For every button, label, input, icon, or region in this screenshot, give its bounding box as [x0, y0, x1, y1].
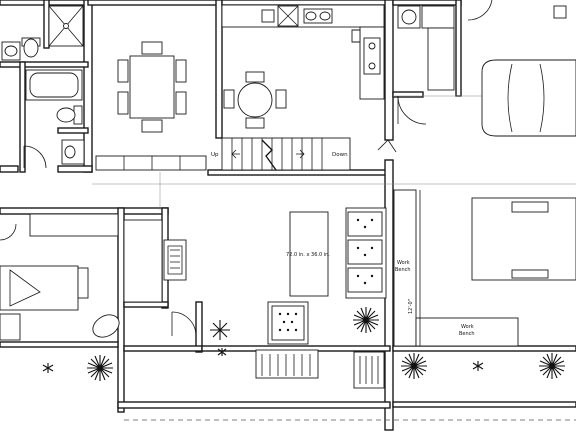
dining-set	[95, 41, 207, 171]
chair-bottom	[141, 119, 163, 133]
wall-dining-kitchen	[215, 0, 223, 139]
wall-bath-mid	[0, 61, 89, 68]
office	[0, 213, 197, 341]
wall-bath-inner	[19, 61, 26, 173]
chair-right-1	[175, 59, 187, 83]
laundry-door-swing	[397, 95, 427, 125]
kitchen	[221, 4, 397, 153]
kitchen-chair-left	[223, 89, 235, 109]
car	[481, 59, 576, 137]
wall-vanity	[57, 127, 89, 134]
table-size-label: 72.0 in. x 36.0 in.	[286, 252, 330, 258]
wall-top-kitchen	[221, 0, 389, 6]
utility-counter	[427, 27, 455, 91]
porch-bench	[255, 349, 319, 379]
kitchen-chair-bottom	[245, 117, 265, 129]
kitchen-door	[377, 139, 397, 153]
plant-7	[472, 361, 484, 371]
plant-6	[42, 363, 54, 373]
garage-door-swing	[467, 0, 493, 21]
wall-office-top	[0, 207, 169, 215]
garage: Work Bench Work Bench 12'-0"	[393, 59, 576, 347]
stair-break-line	[261, 139, 277, 171]
garage-box	[553, 5, 567, 19]
wall-bath-dining	[83, 0, 93, 173]
office-chair	[92, 314, 120, 338]
living-room: 72.0 in. x 36.0 in.	[163, 207, 387, 345]
desk	[29, 213, 119, 237]
chair-right-2	[175, 91, 187, 115]
work-bench-2	[415, 317, 519, 347]
wall-bath-bottom-right	[57, 165, 93, 173]
porch-swing	[353, 351, 385, 389]
porch	[255, 349, 385, 389]
plant-8	[217, 348, 227, 356]
entry-door-swing	[171, 311, 197, 337]
dimension-label: 12'-0"	[408, 299, 414, 314]
down-arrow	[296, 149, 305, 159]
nightstand	[77, 267, 89, 299]
wall-office-right	[117, 207, 125, 413]
toilet-2	[56, 107, 76, 123]
office-door-swing	[0, 223, 17, 241]
chair-left-2	[117, 91, 129, 115]
plant-3	[353, 307, 379, 333]
bed	[0, 265, 79, 311]
laundry	[397, 5, 455, 125]
chair-top	[141, 41, 163, 55]
sofa-tufting	[356, 218, 374, 285]
cooktop	[363, 37, 381, 75]
wall-entry-bottom	[123, 345, 203, 352]
wall-laundry-bottom	[392, 91, 424, 98]
chair-left-1	[117, 59, 129, 83]
kitchen-chair-right	[275, 89, 287, 109]
wall-top-dining	[87, 0, 221, 6]
wall-closet-bottom	[123, 301, 169, 308]
plant-2	[210, 320, 230, 340]
bath-door-swing	[23, 145, 47, 169]
wall-garage-apron	[392, 401, 576, 408]
wall-hall	[207, 169, 391, 176]
work-bench-2-label-2: Bench	[459, 331, 475, 337]
work-bench-2-label-1: Work	[461, 324, 474, 330]
wall-top-laundry	[392, 0, 462, 6]
dryer-counter	[421, 5, 455, 29]
wall-office-bottom	[0, 341, 119, 348]
counter-top	[221, 4, 385, 28]
wall-kitchen-right	[384, 0, 394, 141]
closet	[123, 219, 163, 303]
wall-bath-divider	[43, 0, 50, 49]
shower-drain	[63, 23, 69, 29]
wall-garage-bottom	[392, 345, 576, 352]
plant-4	[401, 353, 427, 379]
dining-table	[129, 55, 175, 119]
fireplace	[163, 239, 187, 281]
wall-entry	[195, 301, 203, 353]
work-bench-1-label-1: Work	[397, 260, 410, 266]
work-bench-1-label-2: Bench	[395, 267, 411, 273]
coffee-table	[289, 211, 329, 297]
toilet-1	[23, 38, 39, 58]
staircase: Up Down	[211, 137, 351, 171]
plants	[42, 307, 565, 381]
plant-5	[539, 353, 565, 379]
work-bench-1	[393, 189, 417, 347]
bathroom	[1, 5, 85, 169]
kitchen-table	[237, 82, 273, 118]
wall-laundry-right	[455, 0, 462, 97]
up-arrow	[231, 149, 240, 159]
stair-run	[221, 137, 351, 171]
bench	[95, 155, 207, 171]
plant-1	[87, 355, 113, 381]
stair-up-label: Up	[211, 152, 219, 158]
stair-down-label: Down	[332, 152, 348, 158]
wall-porch-bottom	[117, 401, 391, 409]
wall-bath-bottom-left	[0, 165, 19, 173]
fridge	[261, 9, 275, 23]
kitchen-chair-top	[245, 71, 265, 83]
